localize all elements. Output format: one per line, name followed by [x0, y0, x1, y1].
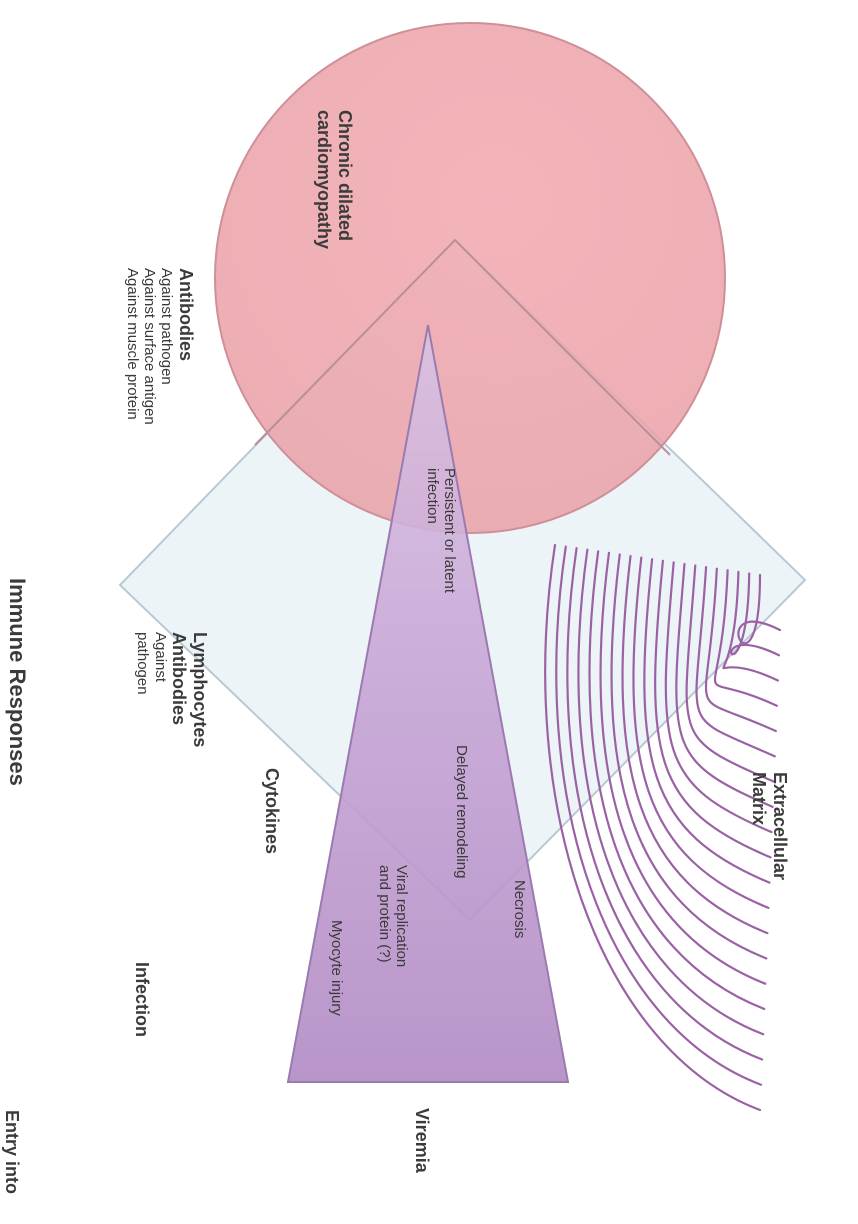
matrix-fiber	[675, 562, 774, 808]
matrix-fiber	[566, 547, 764, 1061]
label-necrosis: Necrosis	[511, 880, 528, 939]
matrix-fiber	[730, 572, 781, 657]
matrix-line1: Extracellular	[770, 772, 790, 881]
label-viral-replication: Viral replication and protein (?)	[375, 865, 410, 968]
matrix-line2: Matrix	[749, 772, 770, 826]
cardiomyopathy-line1: Chronic dilated	[335, 110, 355, 242]
label-delayed-remodeling: Delayed remodeling	[453, 745, 470, 879]
persistent-line2: infection	[423, 468, 441, 524]
matrix-fiber	[643, 558, 771, 884]
viral-line1: Viral replication	[393, 865, 410, 968]
matrix-fiber	[722, 570, 779, 682]
lymphocytes-pathogen: pathogen	[134, 632, 152, 695]
antibodies-title: Antibodies	[176, 268, 196, 361]
matrix-fiber	[632, 556, 770, 909]
cardiomyopathy-circle	[214, 22, 726, 534]
lymphocytes-antibodies: Antibodies	[169, 632, 190, 725]
matrix-fiber	[695, 566, 776, 758]
extracellular-matrix-lines	[544, 543, 782, 1112]
label-lymphocytes-group: Lymphocytes Antibodies Against pathogen	[134, 632, 210, 747]
label-viremia: Viremia	[412, 1108, 432, 1173]
antibodies-pathogen: Against pathogen	[158, 268, 176, 385]
persistent-line1: Persistent or latent	[441, 468, 458, 594]
label-extracellular-matrix: Extracellular Matrix	[749, 772, 790, 880]
matrix-fiber	[685, 564, 775, 783]
label-antibodies-group: Antibodies Against pathogen Against surf…	[124, 268, 196, 425]
matrix-fiber	[704, 567, 777, 733]
matrix-fiber	[555, 545, 763, 1086]
matrix-fiber	[577, 548, 765, 1036]
antibodies-muscle: Against muscle protein	[123, 268, 141, 420]
label-myocyte-injury: Myocyte injury	[328, 920, 345, 1016]
infection-triangle	[286, 324, 570, 1083]
matrix-fiber	[621, 554, 769, 935]
matrix-fiber	[544, 543, 762, 1112]
viral-line2: and protein (?)	[375, 865, 393, 963]
matrix-fiber	[713, 569, 778, 707]
diamond-edge-upper	[254, 238, 671, 456]
lymphocytes-title: Lymphocytes	[190, 632, 210, 748]
label-cytokines: Cytokines	[262, 768, 282, 855]
matrix-fiber	[654, 559, 772, 859]
label-infection: Infection	[132, 962, 152, 1037]
antibodies-surface: Against surface antigen	[141, 268, 159, 425]
label-entry: Entry into	[2, 1110, 22, 1194]
cardiomyopathy-line2: cardiomyopathy	[314, 110, 335, 250]
matrix-fiber	[610, 553, 768, 960]
matrix-fiber	[599, 551, 767, 985]
matrix-fiber	[588, 550, 766, 1011]
label-persistent-infection: Persistent or latent infection	[423, 468, 458, 594]
matrix-fiber	[664, 561, 773, 834]
matrix-fiber	[737, 573, 782, 645]
title-immune-responses: Immune Responses	[5, 578, 30, 786]
label-chronic-cardiomyopathy: Chronic dilated cardiomyopathy	[314, 110, 355, 249]
lymphocytes-against: Against	[151, 632, 169, 683]
